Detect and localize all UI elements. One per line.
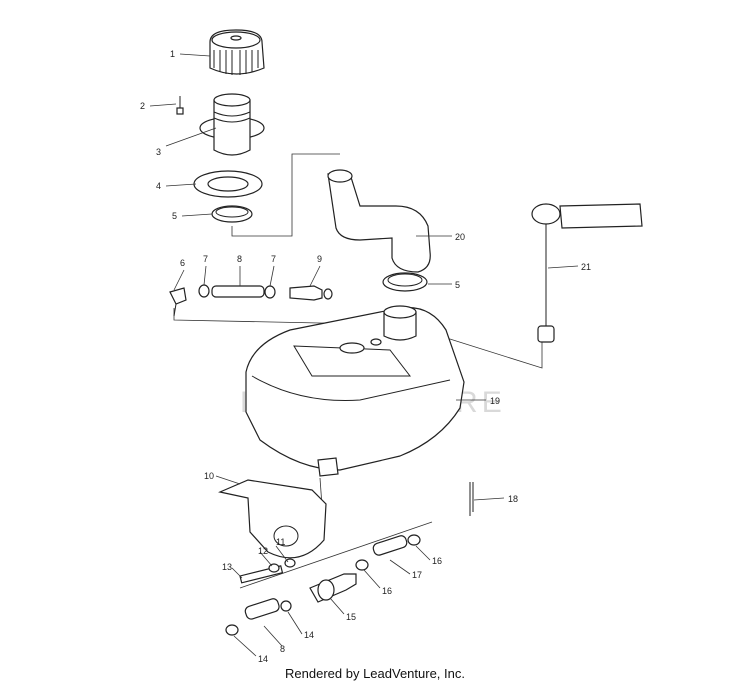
callout-7-right: 7	[271, 254, 276, 264]
fuel-line-assembly	[169, 284, 333, 317]
callout-5-lower: 5	[455, 280, 460, 290]
callout-7-left: 7	[203, 254, 208, 264]
callout-12: 12	[258, 546, 268, 556]
callout-4: 4	[156, 181, 161, 191]
footer-credit: Rendered by LeadVenture, Inc.	[285, 666, 465, 681]
filler-hose	[327, 169, 431, 273]
callout-14-left: 14	[258, 654, 268, 664]
hose-clamp-upper	[211, 205, 253, 223]
callout-15: 15	[346, 612, 356, 622]
callout-16-right: 16	[432, 556, 442, 566]
callout-2: 2	[140, 101, 145, 111]
callout-1: 1	[170, 49, 175, 59]
bolt-and-washers	[239, 558, 296, 584]
callout-18: 18	[508, 494, 518, 504]
routing-lines	[173, 153, 543, 589]
callout-11: 11	[276, 537, 285, 547]
screw	[176, 96, 184, 115]
callout-16-left: 16	[382, 586, 392, 596]
fuel-gauge	[531, 203, 643, 343]
leader-lines	[149, 53, 579, 657]
callout-21: 21	[581, 262, 591, 272]
callout-17: 17	[412, 570, 422, 580]
callout-8-upper: 8	[237, 254, 242, 264]
mounting-bracket	[218, 479, 327, 559]
lower-fuel-line	[225, 534, 421, 636]
callout-19: 19	[490, 396, 500, 406]
callout-13: 13	[222, 562, 232, 572]
callout-8-lower: 8	[280, 644, 285, 654]
hose-clamp-lower	[382, 272, 428, 292]
fuel-tank	[245, 305, 465, 477]
cotter-pin	[469, 482, 474, 516]
callout-20: 20	[455, 232, 465, 242]
fuel-cap	[209, 29, 265, 75]
callout-3: 3	[156, 147, 161, 157]
filler-neck	[199, 93, 265, 156]
callout-labels: 1 2 3 4 5 6 7 8 7 9 20 5 21 19 10 18 11 …	[140, 49, 591, 664]
callout-5-upper: 5	[172, 211, 177, 221]
callout-9: 9	[317, 254, 322, 264]
callout-14-right: 14	[304, 630, 314, 640]
callout-6: 6	[180, 258, 185, 268]
gasket-plate	[193, 170, 263, 198]
callout-10: 10	[204, 471, 214, 481]
